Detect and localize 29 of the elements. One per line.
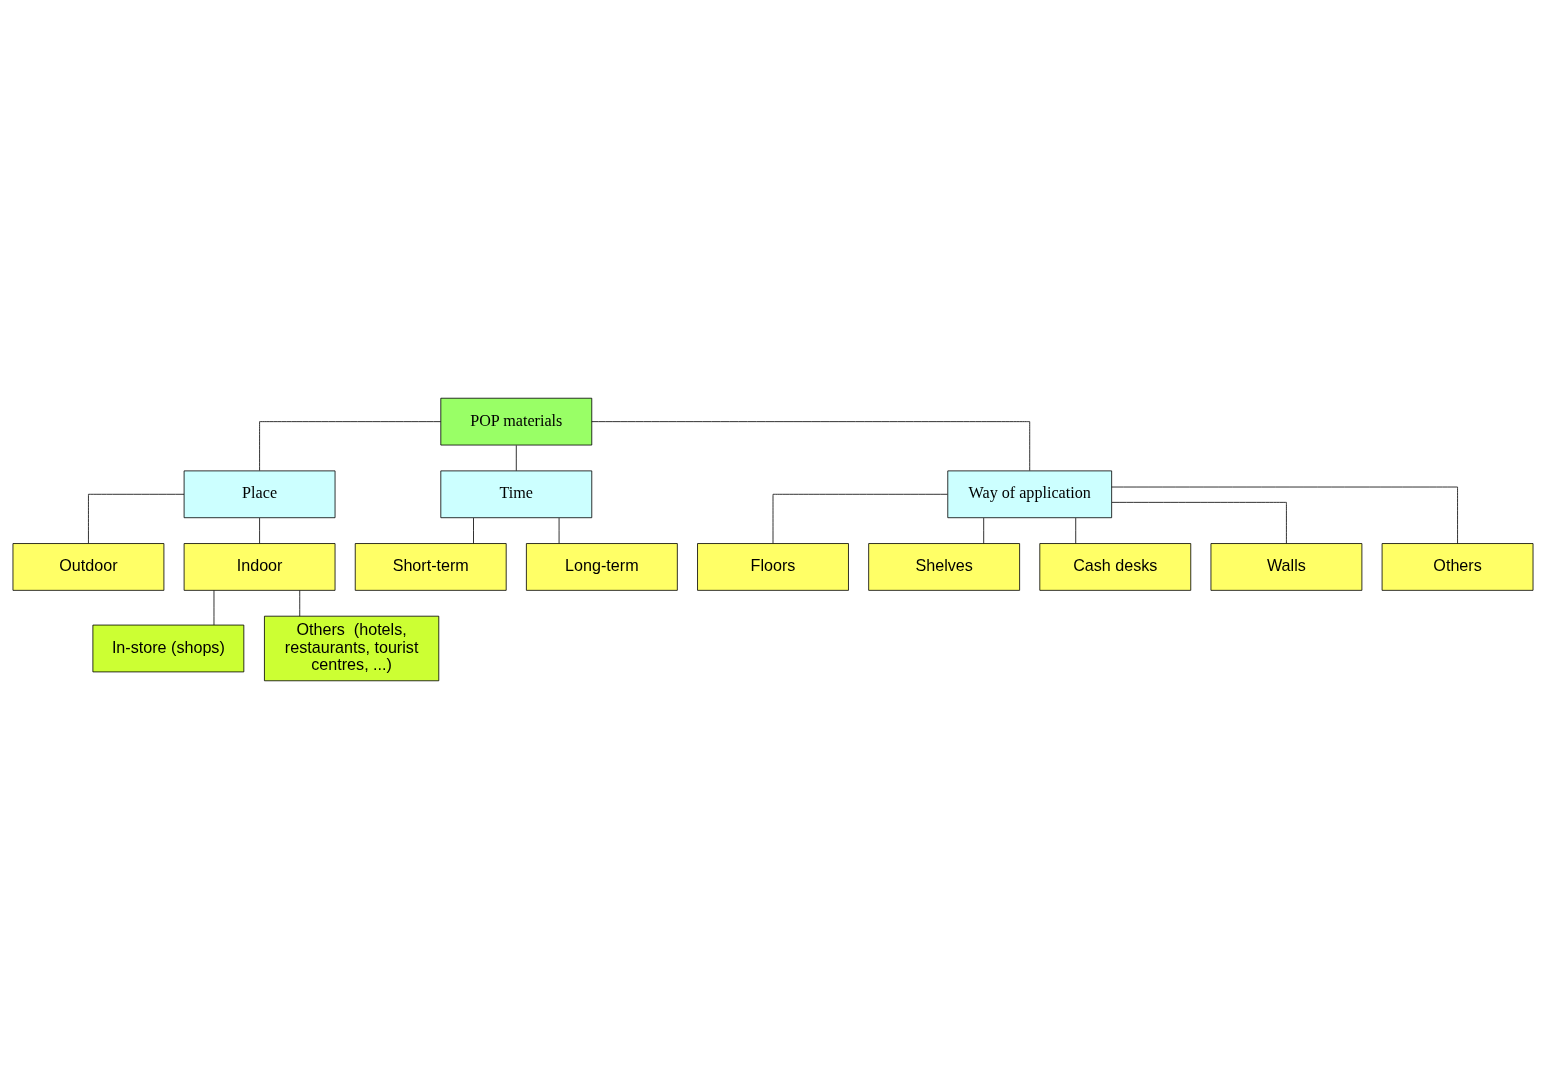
connector [558, 517, 560, 544]
node-box: Time [440, 470, 593, 519]
node-box: Cash desks [1039, 543, 1192, 591]
connector [1075, 517, 1077, 544]
node-box: Others (hotels, restaurants, tourist centres, ...) [264, 615, 440, 682]
connector [772, 493, 948, 544]
node-box: Indoor [183, 543, 336, 591]
connector [259, 421, 442, 471]
node-box: Outdoor [12, 543, 165, 591]
node-box: Shelves [868, 543, 1021, 591]
connector [1111, 486, 1458, 544]
node-box: Others [1381, 543, 1534, 591]
node-box: Long-term [525, 543, 678, 591]
connector [88, 493, 185, 544]
connector [473, 517, 474, 544]
connector [591, 421, 1031, 471]
node-box: POP materials [440, 397, 593, 446]
node-box: In-store (shops) [92, 624, 245, 673]
node-box: Short-term [354, 543, 507, 591]
node-box: Place [183, 470, 336, 519]
connector [983, 517, 985, 544]
node-box: Floors [697, 543, 849, 591]
connector [515, 445, 517, 472]
connector [299, 590, 301, 617]
connector [1111, 501, 1287, 544]
connector [213, 590, 215, 626]
node-box: Way of application [947, 470, 1113, 519]
node-box: Walls [1210, 543, 1363, 591]
connector [259, 517, 260, 544]
